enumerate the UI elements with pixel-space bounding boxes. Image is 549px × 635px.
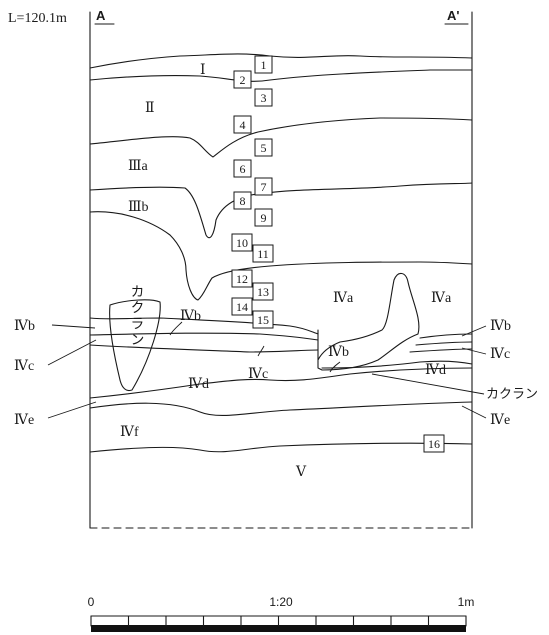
sample-14-label: 14 xyxy=(236,300,248,314)
leader-right-IVb xyxy=(461,325,487,337)
sample-box-6 xyxy=(233,159,252,178)
layer-IIIa-label: Ⅲa xyxy=(128,159,149,174)
leader-left-IVb xyxy=(51,324,96,329)
layer-IVa-left-label: Ⅳa xyxy=(333,291,354,306)
layer-IVc-inner-label: Ⅳc xyxy=(248,367,268,382)
left-IVb-label: Ⅳb xyxy=(14,319,35,334)
sample-box-12 xyxy=(231,269,253,288)
scale-end-label: 1m xyxy=(458,595,475,609)
sample-box-3 xyxy=(254,88,273,107)
layer-I-label: Ⅰ xyxy=(200,63,206,78)
right-IVb-top xyxy=(419,333,473,339)
leader-right-kakuran xyxy=(371,373,485,395)
sample-8-label: 8 xyxy=(240,194,246,208)
sample-15-label: 15 xyxy=(257,313,269,327)
point-a-label: A xyxy=(96,8,106,23)
sample-box-10 xyxy=(231,233,253,252)
leader-IVc-inner xyxy=(257,345,265,357)
level-label: L=120.1m xyxy=(8,11,67,26)
sample-16-label: 16 xyxy=(428,437,440,451)
sample-box-1 xyxy=(254,55,273,74)
sample-box-7 xyxy=(254,177,273,196)
scale-start-label: 0 xyxy=(88,595,95,609)
sample-3-label: 3 xyxy=(261,91,267,105)
sample-11-label: 11 xyxy=(257,247,269,261)
sample-boxes: 1 2 3 4 5 6 7 8 9 10 11 12 13 14 15 16 xyxy=(231,55,445,453)
scale-ticks xyxy=(90,615,467,627)
sample-box-11 xyxy=(252,244,274,263)
sample-box-14 xyxy=(231,297,253,316)
right-IVc-label: Ⅳc xyxy=(490,347,510,362)
boundary-II-IIIa xyxy=(89,117,473,158)
boundary-IVe-IVf xyxy=(89,401,473,417)
right-IVc-bottom xyxy=(409,348,473,353)
kakuran-left xyxy=(109,299,161,392)
scale-ratio-label: 1:20 xyxy=(269,595,293,609)
scale-solid-bar xyxy=(91,625,466,632)
sample-1-label: 1 xyxy=(261,58,267,72)
boundary-I-II xyxy=(89,69,473,82)
right-kakuran-label: カクラン xyxy=(486,386,538,401)
layer-IIIb-label: Ⅲb xyxy=(128,200,149,215)
point-a-prime-label: A' xyxy=(447,8,459,23)
sample-box-13 xyxy=(252,282,274,301)
scale-bar: 0 1:20 1m xyxy=(88,595,475,632)
layer-V-label: Ⅴ xyxy=(295,465,307,480)
right-IVe-label: Ⅳe xyxy=(490,413,510,428)
boundary-IVd-IVe xyxy=(89,367,473,399)
kakuran-inner-label: カクラン xyxy=(129,284,144,348)
boundary-IVb-top xyxy=(89,317,319,335)
sample-box-4 xyxy=(233,115,252,134)
leader-IVb-inner xyxy=(169,321,183,336)
leader-right-IVc xyxy=(461,347,487,355)
leader-right-IVe xyxy=(461,405,487,419)
leader-IVb-center xyxy=(329,361,341,373)
right-IVd-base xyxy=(321,360,473,369)
sample-9-label: 9 xyxy=(261,211,267,225)
layer-IVf-label: Ⅳf xyxy=(120,425,139,440)
layer-II-label: Ⅱ xyxy=(145,101,155,116)
leader-left-IVc xyxy=(47,339,97,366)
boundary-IIIb-IV xyxy=(89,211,473,301)
left-IVe-label: Ⅳe xyxy=(14,413,34,428)
sample-13-label: 13 xyxy=(257,285,269,299)
kakuran-right xyxy=(317,272,420,371)
right-IVb-label: Ⅳb xyxy=(490,319,511,334)
layer-IVd-right-label: Ⅳd xyxy=(425,363,446,378)
sample-6-label: 6 xyxy=(240,162,246,176)
layer-IVd-inner-label: Ⅳd xyxy=(188,377,209,392)
layer-IVb-center-label: Ⅳb xyxy=(328,345,349,360)
sample-5-label: 5 xyxy=(261,141,267,155)
sample-box-2 xyxy=(233,70,252,89)
sample-box-5 xyxy=(254,138,273,157)
layer-IVb-inner-label: Ⅳb xyxy=(180,309,201,324)
ground-surface xyxy=(89,53,473,69)
sample-4-label: 4 xyxy=(240,118,246,132)
sample-box-8 xyxy=(233,191,252,210)
sample-box-16 xyxy=(423,434,445,453)
sample-2-label: 2 xyxy=(240,73,246,87)
sample-box-15 xyxy=(252,310,274,329)
sample-box-9 xyxy=(254,208,273,227)
boundary-IVf-V xyxy=(89,442,473,453)
left-IVc-label: Ⅳc xyxy=(14,359,34,374)
leader-left-IVe xyxy=(47,401,97,419)
sample-12-label: 12 xyxy=(236,272,248,286)
right-IVb-bottom xyxy=(415,341,473,346)
layer-IVa-right-label: Ⅳa xyxy=(431,291,452,306)
boundary-IVb-IVc xyxy=(89,332,319,341)
sample-10-label: 10 xyxy=(236,236,248,250)
sample-7-label: 7 xyxy=(261,180,267,194)
boundary-IVc-IVd xyxy=(89,344,319,353)
boundary-IIIa-IIIb xyxy=(89,182,473,239)
